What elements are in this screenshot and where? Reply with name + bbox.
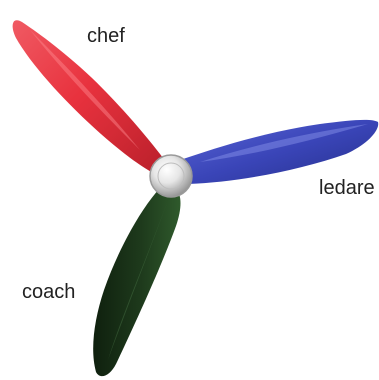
label-ledare: ledare — [319, 178, 375, 198]
label-chef: chef — [87, 26, 125, 46]
propeller-hub — [150, 155, 192, 197]
blade-chef-highlight — [30, 30, 140, 150]
label-coach: coach — [22, 282, 75, 302]
